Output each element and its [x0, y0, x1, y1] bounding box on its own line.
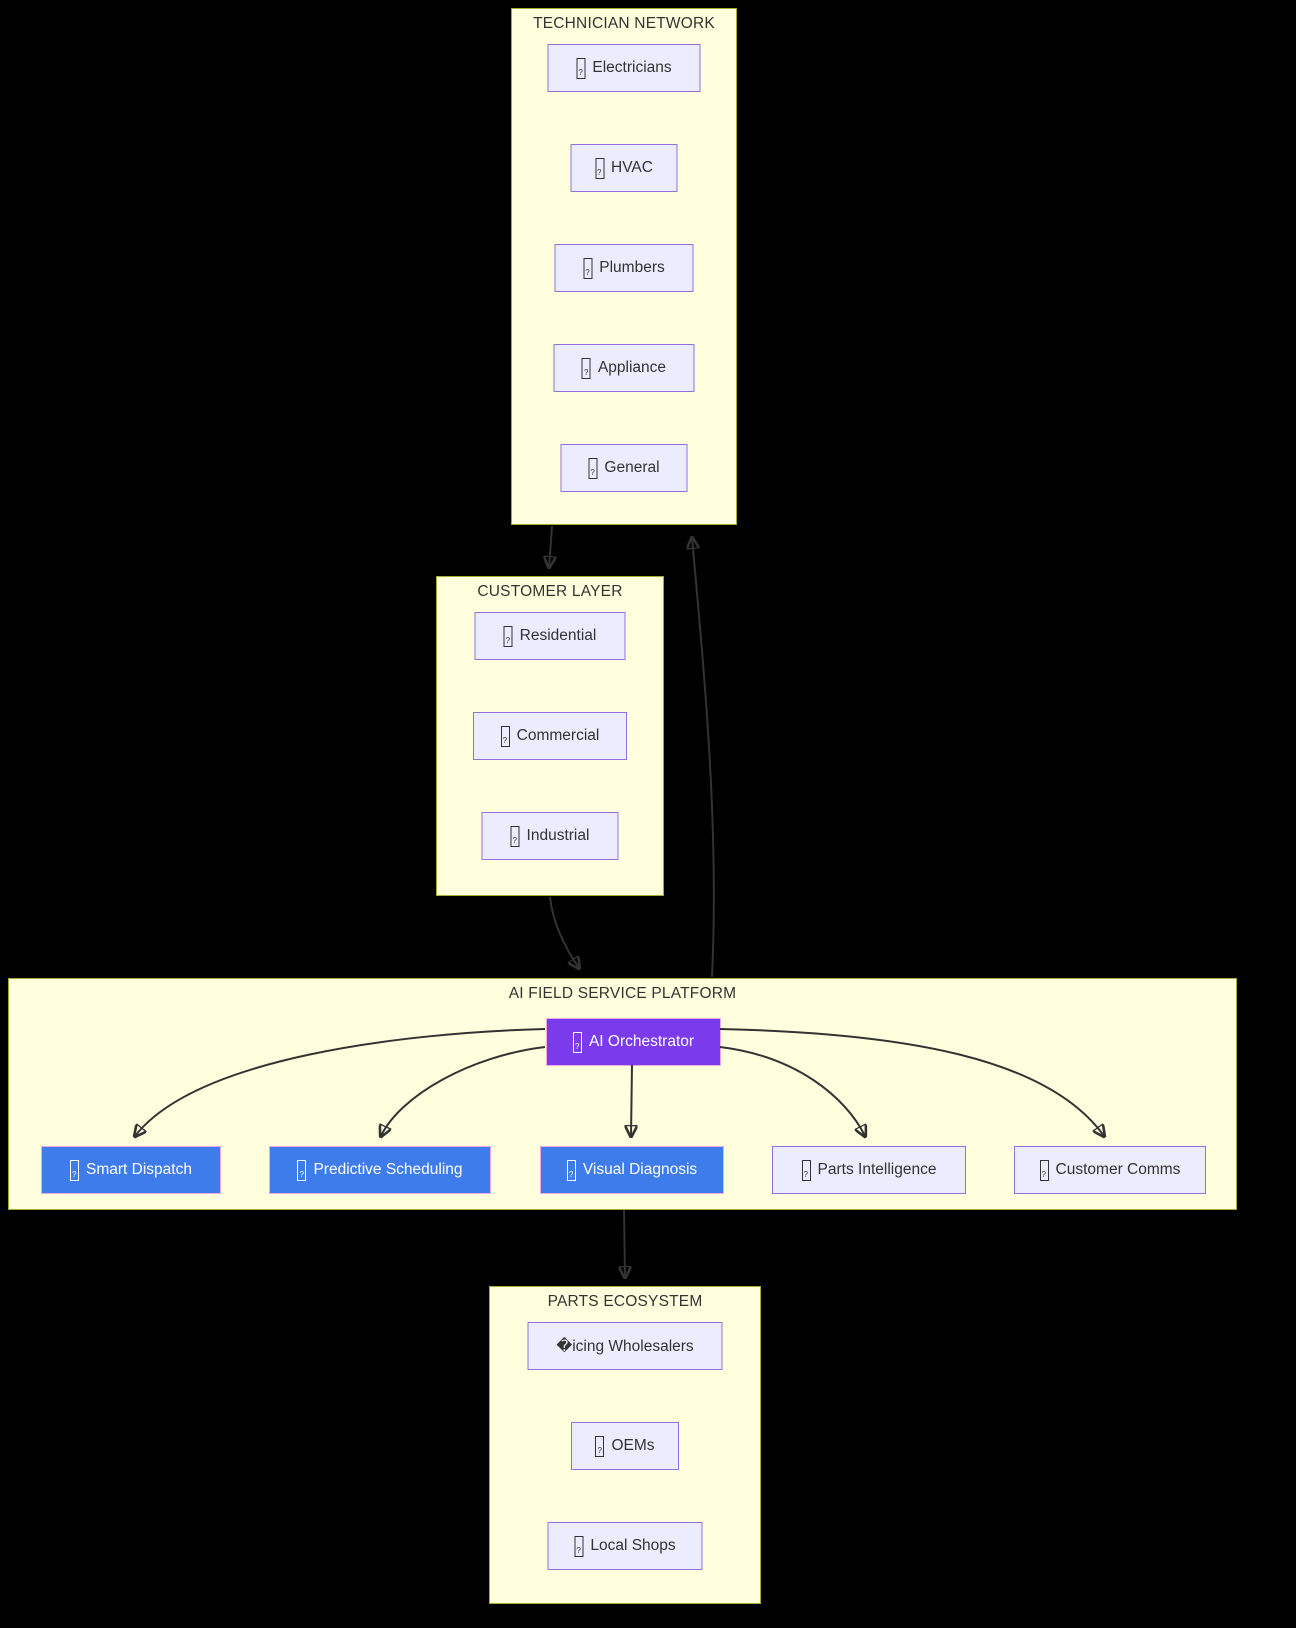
- missing-glyph-icon: [583, 257, 593, 279]
- node-plumbers: Plumbers: [554, 244, 694, 292]
- node-icing-wholesalers: �icing Wholesalers: [527, 1322, 723, 1370]
- node-residential: Residential: [474, 612, 626, 660]
- edge-platform-to-technician: [692, 538, 715, 978]
- node-label: Customer Comms: [1055, 1161, 1181, 1178]
- missing-glyph-icon: [595, 1435, 605, 1457]
- node-predictive-scheduling: Predictive Scheduling: [269, 1146, 491, 1194]
- node-general: General: [560, 444, 688, 492]
- node-industrial: Industrial: [481, 812, 619, 860]
- node-commercial: Commercial: [473, 712, 627, 760]
- node-hvac: HVAC: [570, 144, 678, 192]
- missing-glyph-icon: [503, 625, 513, 647]
- missing-glyph-icon: [574, 1535, 584, 1557]
- missing-glyph-icon: [70, 1159, 80, 1181]
- node-label: Parts Intelligence: [817, 1161, 937, 1178]
- node-label: Predictive Scheduling: [313, 1161, 463, 1178]
- node-label: AI Orchestrator: [588, 1033, 695, 1050]
- node-label: Electricians: [592, 59, 672, 76]
- edge-platform-to-parts: [624, 1209, 625, 1277]
- missing-glyph-icon: [801, 1159, 811, 1181]
- node-label: Appliance: [597, 359, 667, 376]
- missing-glyph-icon: [576, 57, 586, 79]
- cluster-title-parts-ecosystem: PARTS ECOSYSTEM: [547, 1293, 703, 1310]
- node-label: Visual Diagnosis: [582, 1161, 698, 1178]
- cluster-title-customer-layer: CUSTOMER LAYER: [477, 583, 623, 600]
- node-smart-dispatch: Smart Dispatch: [41, 1146, 221, 1194]
- missing-glyph-icon: [297, 1159, 307, 1181]
- node-oems: OEMs: [571, 1422, 679, 1470]
- node-label: Smart Dispatch: [86, 1161, 192, 1178]
- node-parts-intelligence: Parts Intelligence: [772, 1146, 966, 1194]
- node-label: OEMs: [611, 1437, 655, 1454]
- node-appliance: Appliance: [553, 344, 695, 392]
- missing-glyph-icon: [581, 357, 591, 379]
- cluster-title-ai-field-service-platform: AI FIELD SERVICE PLATFORM: [508, 985, 737, 1002]
- missing-glyph-icon: [566, 1159, 576, 1181]
- missing-glyph-icon: [1039, 1159, 1049, 1181]
- edge-customer-to-platform: [549, 896, 579, 968]
- node-label: General: [604, 459, 660, 476]
- missing-glyph-icon: [572, 1031, 582, 1053]
- cluster-parts-ecosystem: PARTS ECOSYSTEM �icing Wholesalers OEMs …: [489, 1286, 761, 1604]
- cluster-title-technician-network: TECHNICIAN NETWORK: [533, 15, 715, 32]
- missing-glyph-icon: [500, 725, 510, 747]
- node-label: Commercial: [516, 727, 600, 744]
- node-electricians: Electricians: [547, 44, 701, 92]
- missing-glyph-icon: [595, 157, 605, 179]
- node-local-shops: Local Shops: [547, 1522, 703, 1570]
- node-label: Plumbers: [599, 259, 665, 276]
- cluster-ai-field-service-platform: AI FIELD SERVICE PLATFORM AI Orchestrato…: [8, 978, 1237, 1210]
- cluster-technician-network: TECHNICIAN NETWORK Electricians HVAC Plu…: [511, 8, 737, 525]
- missing-glyph-icon: [510, 825, 520, 847]
- node-label: Residential: [519, 627, 597, 644]
- node-ai-orchestrator: AI Orchestrator: [546, 1018, 721, 1066]
- node-customer-comms: Customer Comms: [1014, 1146, 1206, 1194]
- node-label: Local Shops: [590, 1537, 676, 1554]
- node-label: �icing Wholesalers: [556, 1337, 694, 1355]
- node-visual-diagnosis: Visual Diagnosis: [540, 1146, 724, 1194]
- cluster-customer-layer: CUSTOMER LAYER Residential Commercial In…: [436, 576, 664, 896]
- node-label: HVAC: [611, 159, 653, 176]
- missing-glyph-icon: [588, 457, 598, 479]
- edge-technician-to-customer: [549, 525, 552, 567]
- node-label: Industrial: [526, 827, 590, 844]
